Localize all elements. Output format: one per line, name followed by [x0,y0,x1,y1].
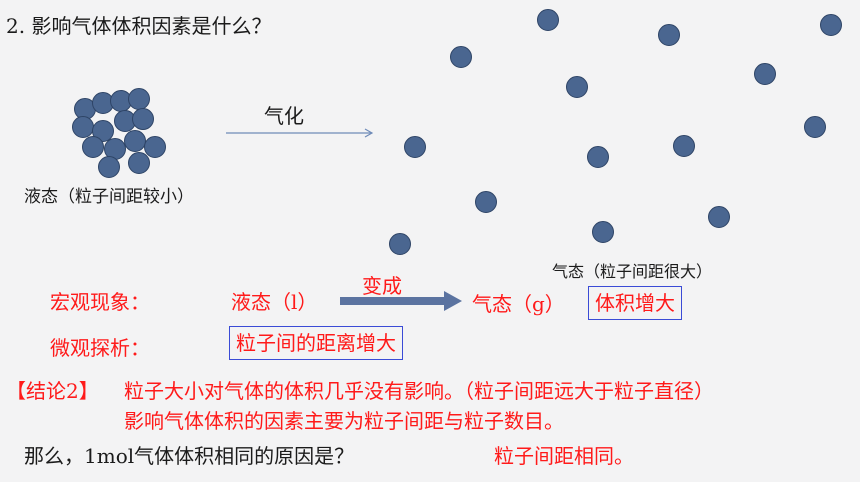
gas-particle [673,135,695,157]
gas-particle [404,136,426,158]
liquid-state-label: 液态（粒子间距较小） [24,187,194,207]
macro-change-arrow [340,291,462,311]
liquid-particle [128,88,150,110]
gas-state-label: 气态（粒子间距很大） [552,262,713,281]
gas-particle [450,46,472,68]
gas-particle [708,206,730,228]
gas-particle [389,233,411,255]
liquid-particle [128,152,150,174]
macro-to: 气态（g） [472,292,565,316]
conclusion-line-1: 粒子大小对气体的体积几乎没有影响。（粒子间距远大于粒子直径） [124,379,714,403]
final-question: 那么，1mol气体体积相同的原因是？ [24,444,355,468]
gas-particle [804,116,826,138]
gas-particle [475,191,497,213]
liquid-particle [82,136,104,158]
gas-particle [658,24,680,46]
macro-result-box: 体积增大 [588,286,682,320]
gas-particle [754,63,776,85]
gas-particle [537,9,559,31]
liquid-particle [98,156,120,178]
macro-label: 宏观现象： [50,290,150,314]
gas-particle [820,14,842,36]
liquid-particle [124,130,146,152]
final-answer: 粒子间距相同。 [494,444,634,468]
vaporization-arrow [226,128,374,138]
gas-particle [566,76,588,98]
liquid-particle [72,116,94,138]
liquid-particle [132,108,154,130]
conclusion-line-2: 影响气体体积的因素主要为粒子间距与粒子数目。 [124,409,564,433]
gas-particle [587,146,609,168]
micro-result-box: 粒子间的距离增大 [229,326,403,360]
micro-label: 微观探析： [50,336,150,360]
macro-change-label: 变成 [362,274,402,298]
conclusion-tag: 【结论2】 [6,379,99,403]
vaporization-label: 气化 [264,104,304,128]
liquid-particle [144,136,166,158]
question-title: 2. 影响气体体积因素是什么？ [6,14,272,38]
macro-from: 液态（l） [231,290,318,314]
gas-particle [592,221,614,243]
